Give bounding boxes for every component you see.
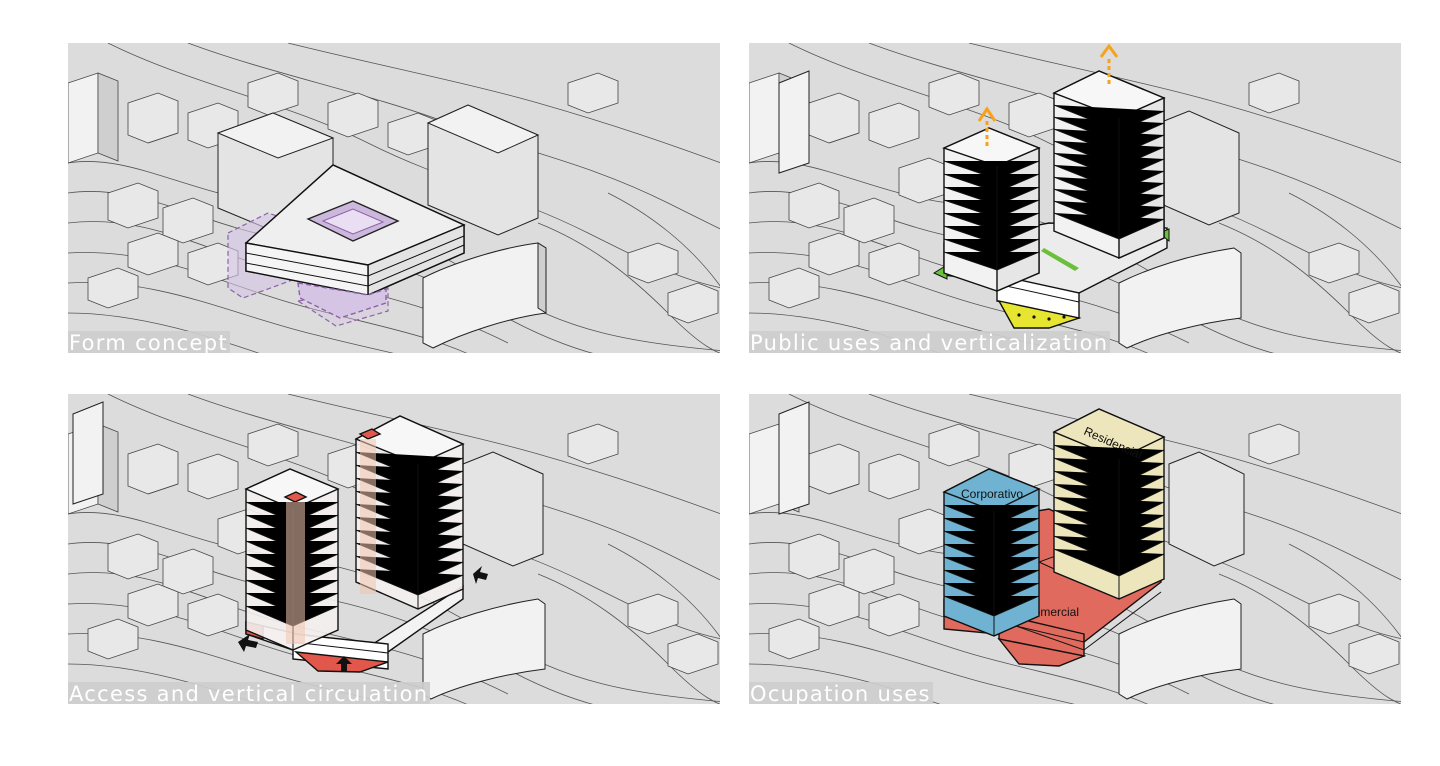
caption: Ocupation uses (749, 682, 933, 704)
ocupation-uses-diagram: Comercial Corporativo (749, 394, 1401, 704)
panel-form-concept: Form concept (68, 43, 720, 353)
corporate-label: Corporativo (961, 487, 1023, 501)
form-concept-diagram (68, 43, 720, 353)
access-arrow-icon (473, 566, 488, 584)
up-arrow-icon (1099, 43, 1119, 87)
panel-access-circulation: Access and vertical circulation (68, 394, 720, 704)
access-arrow-icon (238, 634, 258, 652)
up-arrow-icon (977, 106, 997, 149)
access-circulation-diagram (68, 394, 720, 704)
access-arrow-icon (336, 656, 352, 671)
public-uses-diagram (749, 43, 1401, 353)
panel-public-uses: Public uses and verticalization (749, 43, 1401, 353)
caption: Access and vertical circulation (68, 682, 431, 704)
caption: Form concept (68, 331, 230, 353)
panel-ocupation-uses: Comercial Corporativo (749, 394, 1401, 704)
caption: Public uses and verticalization (749, 331, 1111, 353)
